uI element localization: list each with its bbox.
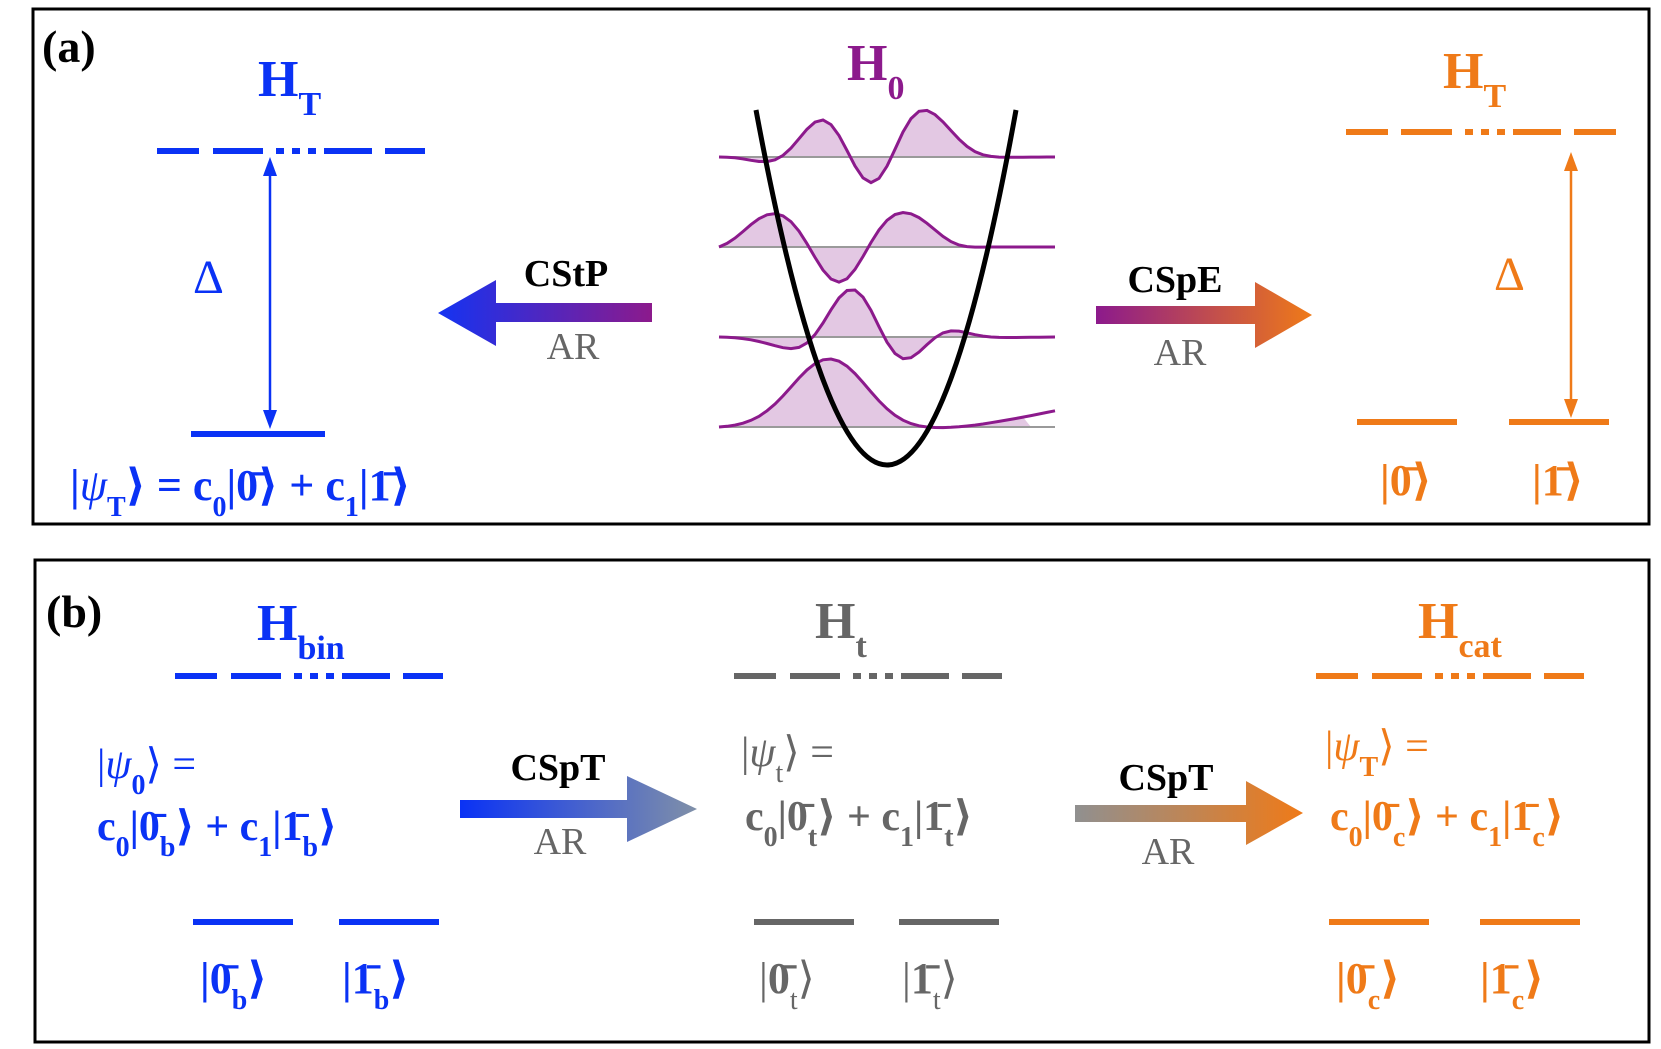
wavefunction-n0 (718, 357, 1056, 430)
cat-state-line2: c0|0̄c⟩ + c1|1̄c⟩ (1330, 794, 1564, 853)
intermediate-hamiltonian-title: Ht (815, 593, 867, 665)
binomial-ket-0: |0̄b⟩ (200, 954, 267, 1016)
left-energy-diagram: HT Δ |ψT⟩ = c0|0̄⟩ + c1|1̄⟩ (70, 51, 425, 523)
left-gap-arrow (263, 157, 277, 429)
cat-code-diagram: Hcat |ψT⟩ = c0|0̄c⟩ + c1|1̄c⟩ |0̄c⟩ |1̄c… (1316, 593, 1584, 1016)
intermediate-code-diagram: Ht |ψt⟩ = c0|0̄t⟩ + c1|1̄t⟩ |0̄t⟩ |1̄t⟩ (734, 593, 1002, 1016)
panel-b: (b) Hbin |ψ0⟩ = c0|0̄b⟩ + c1|1̄b⟩ |0̄b⟩ … (33, 558, 1651, 1044)
cat-ket-0: |0̄c⟩ (1336, 954, 1400, 1016)
cstp-arrow-sublabel: AR (547, 326, 600, 368)
wavefunction-n2 (718, 210, 1055, 284)
right-energy-diagram: HT Δ |0̄⟩ |1̄⟩ (1346, 43, 1616, 505)
right-ket-0: |0̄⟩ (1380, 456, 1432, 505)
cspe-arrow-sublabel: AR (1154, 332, 1207, 374)
cat-hamiltonian-title: Hcat (1418, 593, 1503, 665)
cspt-arrow-1-label: CSpT (510, 747, 605, 789)
binomial-state-line2: c0|0̄b⟩ + c1|1̄b⟩ (97, 804, 337, 863)
panel-a-label: (a) (42, 21, 96, 72)
center-hamiltonian-title: H0 (847, 35, 904, 107)
binomial-state-line1: |ψ0⟩ = (97, 742, 196, 801)
center-potential-well: H0 (718, 35, 1056, 468)
left-state-equation: |ψT⟩ = c0|0̄⟩ + c1|1̄⟩ (70, 461, 411, 523)
cstp-arrow: CStP AR (438, 253, 652, 368)
right-hamiltonian-title: HT (1443, 43, 1506, 115)
cstp-arrow-label: CStP (524, 253, 608, 295)
cspe-arrow-label: CSpE (1127, 259, 1222, 301)
left-hamiltonian-title: HT (258, 51, 321, 123)
panel-a: (a) HT Δ |ψT⟩ = c0|0̄⟩ + c1|1̄⟩ (31, 7, 1651, 526)
cspt-arrow-1: CSpT AR (460, 747, 697, 863)
binomial-hamiltonian-title: Hbin (257, 595, 345, 667)
left-gap-label: Δ (193, 251, 224, 304)
right-ket-1: |1̄⟩ (1532, 456, 1584, 505)
intermediate-state-line1: |ψt⟩ = (741, 730, 834, 789)
panel-b-label: (b) (46, 586, 102, 637)
cat-ket-1: |1̄c⟩ (1480, 954, 1544, 1016)
panel-a-frame (31, 7, 1651, 526)
wavefunction-n1 (718, 288, 1056, 361)
cspt-arrow-2-sublabel: AR (1142, 831, 1195, 873)
wavefunction-n3 (718, 108, 1055, 185)
intermediate-state-line2: c0|0̄t⟩ + c1|1̄t⟩ (745, 794, 973, 853)
cspt-arrow-2: CSpT AR (1075, 757, 1303, 873)
binomial-code-diagram: Hbin |ψ0⟩ = c0|0̄b⟩ + c1|1̄b⟩ |0̄b⟩ |1̄b… (97, 595, 443, 1016)
intermediate-ket-1: |1̄t⟩ (902, 954, 958, 1016)
cspt-arrow-1-sublabel: AR (534, 821, 587, 863)
right-gap-arrow (1564, 152, 1578, 418)
intermediate-ket-0: |0̄t⟩ (759, 954, 815, 1016)
cat-state-line1: |ψT⟩ = (1325, 724, 1429, 783)
harmonic-potential-curve (753, 109, 1019, 468)
binomial-ket-1: |1̄b⟩ (342, 954, 409, 1016)
cspe-arrow: CSpE AR (1096, 259, 1312, 374)
right-gap-label: Δ (1494, 248, 1525, 301)
cspt-arrow-2-label: CSpT (1118, 757, 1213, 799)
panel-b-frame (33, 558, 1651, 1044)
